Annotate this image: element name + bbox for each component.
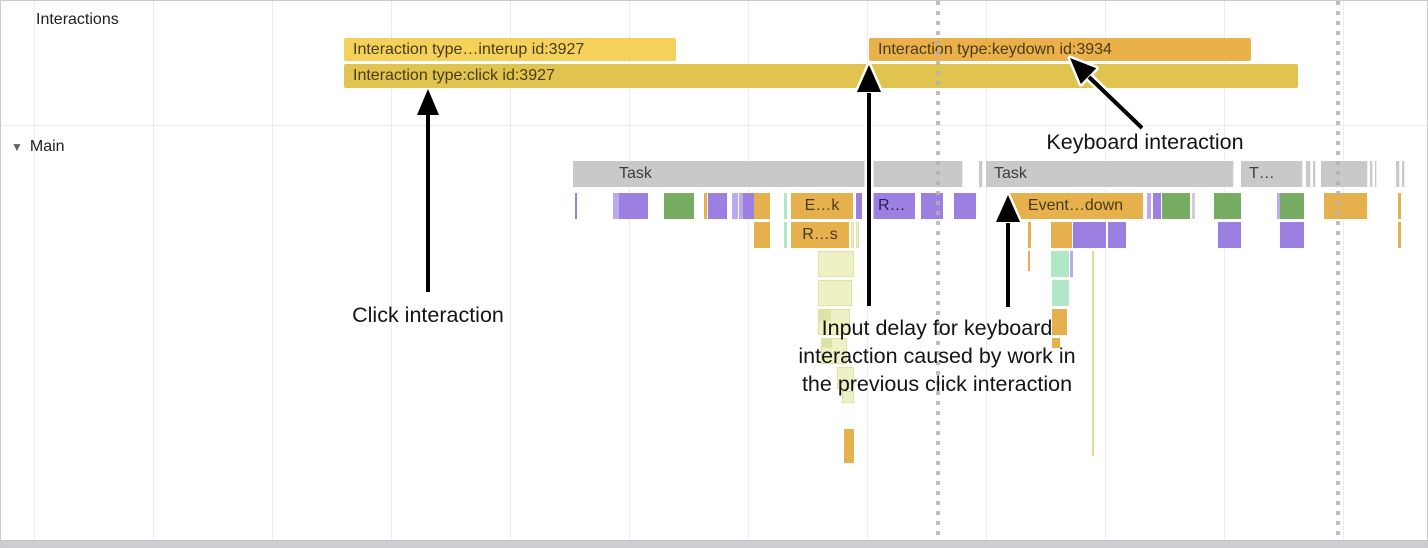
flame-segment[interactable] bbox=[837, 367, 854, 389]
flame-segment[interactable] bbox=[1321, 161, 1368, 187]
flame-segment[interactable] bbox=[575, 193, 577, 219]
input-delay-annotation: Input delay for keyboard interaction cau… bbox=[767, 314, 1107, 398]
interaction-click-bar[interactable]: Interaction type:click id:3927 bbox=[344, 64, 1298, 88]
flame-segment-label: Task bbox=[619, 165, 652, 182]
flame-segment[interactable] bbox=[1277, 193, 1280, 219]
flame-segment[interactable]: T… bbox=[1241, 161, 1303, 187]
flame-segment[interactable] bbox=[856, 222, 859, 248]
flame-segment[interactable] bbox=[1051, 251, 1069, 277]
input-delay-line-1: Input delay for keyboard bbox=[821, 316, 1053, 340]
flame-segment[interactable]: E…k bbox=[791, 193, 853, 219]
flame-segment[interactable] bbox=[1147, 193, 1151, 219]
flame-segment[interactable] bbox=[732, 193, 738, 219]
flame-segment[interactable] bbox=[1028, 222, 1031, 248]
flame-segment[interactable] bbox=[1051, 222, 1072, 248]
flame-segment[interactable] bbox=[1398, 193, 1401, 219]
time-gridline bbox=[34, 1, 35, 543]
time-gridline bbox=[748, 1, 749, 543]
collapse-arrow-icon[interactable]: ▼ bbox=[11, 140, 23, 154]
time-gridline bbox=[153, 1, 154, 543]
main-track-label: Main bbox=[29, 138, 65, 155]
flame-segment[interactable] bbox=[1052, 338, 1060, 348]
interactions-track-label: Interactions bbox=[36, 11, 119, 28]
flame-segment[interactable] bbox=[1280, 222, 1304, 248]
flame-segment[interactable] bbox=[1398, 222, 1401, 248]
keyboard-interaction-annotation: Keyboard interaction bbox=[1046, 130, 1244, 154]
flame-segment[interactable] bbox=[784, 222, 787, 248]
flame-segment[interactable] bbox=[1192, 193, 1195, 219]
click-interaction-arrow bbox=[417, 89, 439, 292]
flame-segment[interactable]: Task bbox=[986, 161, 1234, 187]
flame-segment[interactable] bbox=[1402, 161, 1405, 187]
flame-segment[interactable] bbox=[739, 193, 743, 219]
flame-segment[interactable] bbox=[1153, 193, 1161, 219]
flame-segment[interactable] bbox=[1214, 193, 1241, 219]
flame-segment[interactable] bbox=[619, 193, 648, 219]
dotted-marker-line bbox=[936, 1, 940, 535]
time-gridline bbox=[1224, 1, 1225, 543]
flame-segment[interactable] bbox=[1313, 161, 1316, 187]
flame-segment[interactable] bbox=[954, 193, 976, 219]
flame-segment[interactable]: R…s bbox=[791, 222, 849, 248]
flame-segment[interactable] bbox=[1052, 309, 1067, 335]
flame-segment[interactable] bbox=[818, 280, 852, 306]
time-gridline bbox=[1343, 1, 1344, 543]
time-gridline bbox=[1105, 1, 1106, 543]
flame-segment-label: R… bbox=[878, 197, 906, 214]
flame-segment[interactable] bbox=[1070, 251, 1073, 277]
flame-segment[interactable]: Task bbox=[573, 161, 963, 187]
flame-segment[interactable]: Event…down bbox=[1008, 193, 1143, 219]
flame-segment[interactable] bbox=[743, 193, 754, 219]
flame-segment[interactable] bbox=[1396, 161, 1400, 187]
click-interaction-annotation: Click interaction bbox=[352, 303, 504, 327]
flame-segment[interactable] bbox=[1162, 193, 1190, 219]
flame-segment-label: T… bbox=[1249, 165, 1275, 182]
flame-segment-label: Event…down bbox=[1027, 197, 1124, 214]
horizontal-scrollbar[interactable] bbox=[1, 540, 1427, 547]
flame-segment[interactable] bbox=[1280, 193, 1304, 219]
interaction-keydown-bar[interactable]: Interaction type:keydown id:3934 bbox=[869, 38, 1251, 61]
time-gridline bbox=[391, 1, 392, 543]
flame-segment[interactable] bbox=[979, 161, 983, 187]
time-gridline bbox=[272, 1, 273, 543]
time-gridline bbox=[510, 1, 511, 543]
flame-segment[interactable] bbox=[754, 193, 770, 219]
input-delay-line-2: interaction caused by work in bbox=[798, 344, 1076, 368]
flame-segment[interactable] bbox=[1092, 251, 1094, 456]
input-delay-line-3: the previous click interaction bbox=[801, 372, 1073, 396]
flame-segment[interactable] bbox=[1324, 193, 1367, 219]
flame-segment[interactable] bbox=[819, 309, 831, 321]
flame-segment-label: R…s bbox=[802, 226, 838, 243]
flame-segment[interactable] bbox=[851, 222, 854, 248]
flame-segment[interactable] bbox=[1028, 251, 1030, 271]
flame-segment[interactable] bbox=[1108, 222, 1126, 248]
interaction-pointerup-bar[interactable]: Interaction type…interup id:3927 bbox=[344, 38, 676, 61]
flame-segment[interactable] bbox=[613, 193, 619, 219]
main-track-header[interactable]: ▼ Main bbox=[11, 138, 65, 156]
flame-segment[interactable] bbox=[1370, 161, 1373, 187]
flame-segment-label: E…k bbox=[804, 197, 840, 214]
flame-segment[interactable] bbox=[1052, 280, 1069, 306]
flame-segment[interactable] bbox=[664, 193, 694, 219]
flame-segment[interactable] bbox=[856, 193, 862, 219]
flame-segment[interactable] bbox=[1218, 222, 1241, 248]
time-gridline bbox=[986, 1, 987, 543]
time-gridline bbox=[629, 1, 630, 543]
flame-segment[interactable] bbox=[754, 222, 770, 248]
flame-segment[interactable] bbox=[818, 251, 854, 277]
flame-segment[interactable] bbox=[844, 429, 854, 463]
flame-segment[interactable] bbox=[1375, 161, 1377, 187]
flame-segment[interactable] bbox=[784, 193, 787, 219]
track-separator bbox=[1, 125, 1427, 126]
flame-segment[interactable] bbox=[708, 193, 727, 219]
dotted-marker-line bbox=[1336, 1, 1340, 535]
flame-segment[interactable] bbox=[842, 391, 854, 403]
flame-segment[interactable] bbox=[1073, 222, 1106, 248]
flame-segment[interactable] bbox=[822, 338, 832, 348]
flame-segment[interactable]: R… bbox=[873, 193, 915, 219]
flame-segment[interactable] bbox=[1306, 161, 1311, 187]
flame-segment[interactable] bbox=[704, 193, 707, 219]
flame-segment-label: Task bbox=[994, 165, 1027, 182]
